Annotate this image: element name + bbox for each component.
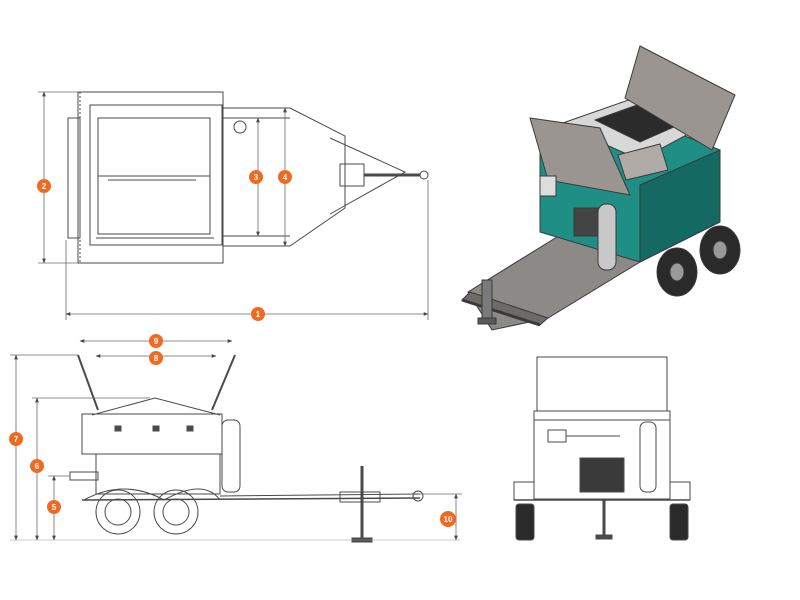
callout-8-badge	[149, 351, 163, 365]
side-gas-cylinder	[221, 419, 241, 493]
callout-6-label: 6	[35, 462, 40, 471]
top-view	[67, 91, 429, 264]
iso-lid-right	[624, 45, 736, 151]
rear-open-lid	[536, 356, 668, 412]
iso-control-box	[539, 175, 557, 197]
rear-jack-foot	[595, 534, 613, 540]
iso-hub-front	[669, 262, 685, 282]
rear-body	[533, 410, 671, 500]
callout-8: 8	[149, 351, 163, 365]
callout-2: 2	[37, 179, 51, 193]
callout-9-label: 9	[154, 337, 159, 346]
callout-7: 7	[9, 432, 23, 446]
callout-3-label: 3	[254, 173, 259, 182]
callout-6-badge	[30, 459, 44, 473]
callout-10: 10	[440, 511, 456, 527]
isometric-view	[461, 45, 741, 331]
callout-3-badge	[249, 170, 263, 184]
side-tire-rear	[153, 489, 199, 535]
rear-panel-box	[547, 429, 567, 443]
top-view-a-frame	[329, 137, 407, 215]
rear-fender-left	[513, 481, 535, 501]
rear-view	[513, 356, 691, 541]
callout-1-label: 1	[256, 310, 261, 319]
side-body-upper	[81, 413, 223, 455]
callout-3: 3	[249, 170, 263, 184]
iso-jack-post	[481, 279, 493, 321]
side-rim-rear	[162, 498, 190, 526]
callout-2-label: 2	[42, 182, 47, 191]
callout-4: 4	[278, 170, 292, 184]
side-latch-3	[186, 425, 194, 432]
side-rim-front	[104, 498, 132, 526]
side-tire-front	[95, 489, 141, 535]
callout-6: 6	[30, 459, 44, 473]
callout-4-badge	[278, 170, 292, 184]
callout-7-badge	[9, 432, 23, 446]
side-latch-2	[152, 425, 160, 432]
side-frame-rail	[81, 497, 421, 501]
callout-10-label: 10	[444, 515, 453, 524]
rear-tire-left	[515, 503, 535, 541]
iso-hub-rear	[712, 240, 728, 260]
side-body-lower	[95, 453, 221, 495]
side-step	[69, 471, 99, 481]
side-hitch-coupler	[412, 490, 424, 502]
iso-jack-foot	[477, 317, 497, 325]
side-view	[10, 354, 460, 543]
side-frame-rail-top	[219, 493, 421, 497]
iso-tongue	[461, 298, 541, 327]
callout-1-badge	[251, 307, 265, 321]
side-jack-clamp	[339, 491, 381, 503]
callout-8-label: 8	[154, 354, 159, 363]
rear-fender-right	[669, 481, 691, 501]
callout-1: 1	[251, 307, 265, 321]
iso-body-end	[639, 149, 721, 263]
side-lid-left	[77, 354, 99, 411]
callout-4-label: 4	[283, 173, 288, 182]
callout-9: 9	[149, 334, 163, 348]
rear-gas-cylinder	[639, 421, 657, 493]
callout-5: 5	[47, 500, 61, 514]
callout-5-label: 5	[52, 503, 57, 512]
iso-inner-flap	[617, 143, 669, 181]
top-view-jack-box	[339, 163, 365, 187]
rear-engine-grille	[579, 457, 625, 493]
side-latch-1	[114, 425, 122, 432]
top-view-inner-frame	[89, 104, 223, 246]
callout-10-badge	[440, 511, 456, 527]
rear-tire-right	[669, 503, 689, 541]
callout-7-label: 7	[14, 435, 19, 444]
side-view-dimensions	[10, 339, 462, 541]
top-view-spare-reel	[233, 120, 247, 134]
side-roof	[91, 397, 221, 416]
iso-vent-grille	[573, 207, 601, 237]
iso-gas-cylinder	[597, 203, 617, 271]
callout-2-badge	[37, 179, 51, 193]
top-view-tongue-plate	[223, 107, 346, 247]
top-view-dimensions	[38, 91, 429, 320]
callout-9-badge	[149, 334, 163, 348]
side-lid-right	[211, 354, 236, 411]
top-view-hitch-coupler	[419, 170, 429, 180]
callout-5-badge	[47, 500, 61, 514]
top-view-body-outline	[77, 91, 224, 264]
